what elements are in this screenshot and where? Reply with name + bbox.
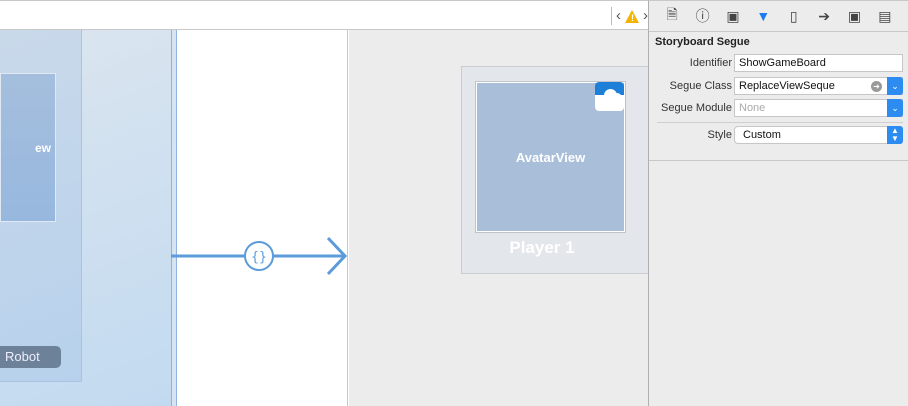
- inspector-tabs: 🗎 ⓘ ▣ ▼ ▯ ➔ ▣ ▤: [649, 1, 908, 32]
- identity-icon[interactable]: ▣: [726, 7, 740, 24]
- chevron-right-icon[interactable]: ›: [643, 7, 648, 24]
- identifier-field[interactable]: ShowGameBoard: [734, 54, 903, 72]
- size-icon[interactable]: ▯: [789, 7, 798, 24]
- jump-bar: ‹ ! ›: [0, 0, 648, 30]
- cloud-icon: [595, 82, 624, 111]
- warning-icon[interactable]: !: [625, 9, 639, 23]
- player-card[interactable]: AvatarView Player 1: [461, 66, 651, 274]
- segue-class-value: ReplaceViewSeque: [739, 80, 835, 92]
- chevron-down-icon[interactable]: ⌄: [887, 77, 903, 95]
- section-title: Storyboard Segue: [655, 36, 750, 48]
- canvas-gap: [177, 30, 348, 406]
- segue-module-field[interactable]: None ⌄: [734, 99, 903, 117]
- container-view[interactable]: ew Robot: [0, 30, 82, 382]
- up-down-chevron-icon[interactable]: ▲▼: [887, 126, 903, 144]
- divider: [657, 122, 903, 123]
- effects-icon[interactable]: ▤: [878, 7, 892, 24]
- attributes-icon[interactable]: ▼: [756, 8, 771, 24]
- go-arrow-icon[interactable]: ➜: [871, 81, 882, 92]
- quick-help-icon[interactable]: ⓘ: [695, 8, 710, 24]
- issue-navigator: ‹ ! ›: [611, 7, 648, 25]
- identifier-label: Identifier: [689, 57, 732, 69]
- segue-module-placeholder: None: [739, 102, 766, 114]
- avatar-view[interactable]: AvatarView: [475, 81, 626, 233]
- scene-border: [171, 30, 177, 406]
- robot-button[interactable]: Robot: [0, 346, 61, 368]
- segue-arrow[interactable]: {}: [171, 235, 351, 277]
- left-view-label: ew: [34, 141, 51, 155]
- player-label: Player 1: [509, 238, 575, 257]
- arrowhead: [326, 236, 348, 276]
- chevron-down-icon[interactable]: ⌄: [887, 99, 903, 117]
- file-icon[interactable]: 🗎: [666, 6, 678, 22]
- segue-module-label: Segue Module: [661, 102, 732, 114]
- source-view-controller[interactable]: ew Robot: [0, 30, 171, 406]
- segue-icon-label: {}: [251, 250, 267, 265]
- avatar-view-label: AvatarView: [515, 150, 586, 165]
- destination-canvas: AvatarView Player 1: [349, 30, 651, 406]
- segue-class-field[interactable]: ReplaceViewSeque ➜ ⌄: [734, 77, 903, 95]
- bindings-icon[interactable]: ▣: [847, 7, 862, 24]
- segue-class-label: Segue Class: [669, 80, 732, 92]
- style-value: Custom: [743, 129, 781, 141]
- connections-icon[interactable]: ➔: [818, 7, 830, 24]
- attributes-inspector: 🗎 ⓘ ▣ ▼ ▯ ➔ ▣ ▤ Storyboard Segue Identif…: [648, 0, 908, 406]
- chevron-left-icon[interactable]: ‹: [616, 7, 621, 24]
- left-view[interactable]: ew: [0, 73, 56, 222]
- style-label: Style: [707, 129, 732, 141]
- storyboard-segue-section: Storyboard Segue Identifier ShowGameBoar…: [649, 32, 908, 161]
- style-popup[interactable]: Custom ▲▼: [734, 126, 903, 144]
- segue-icon: [244, 241, 274, 271]
